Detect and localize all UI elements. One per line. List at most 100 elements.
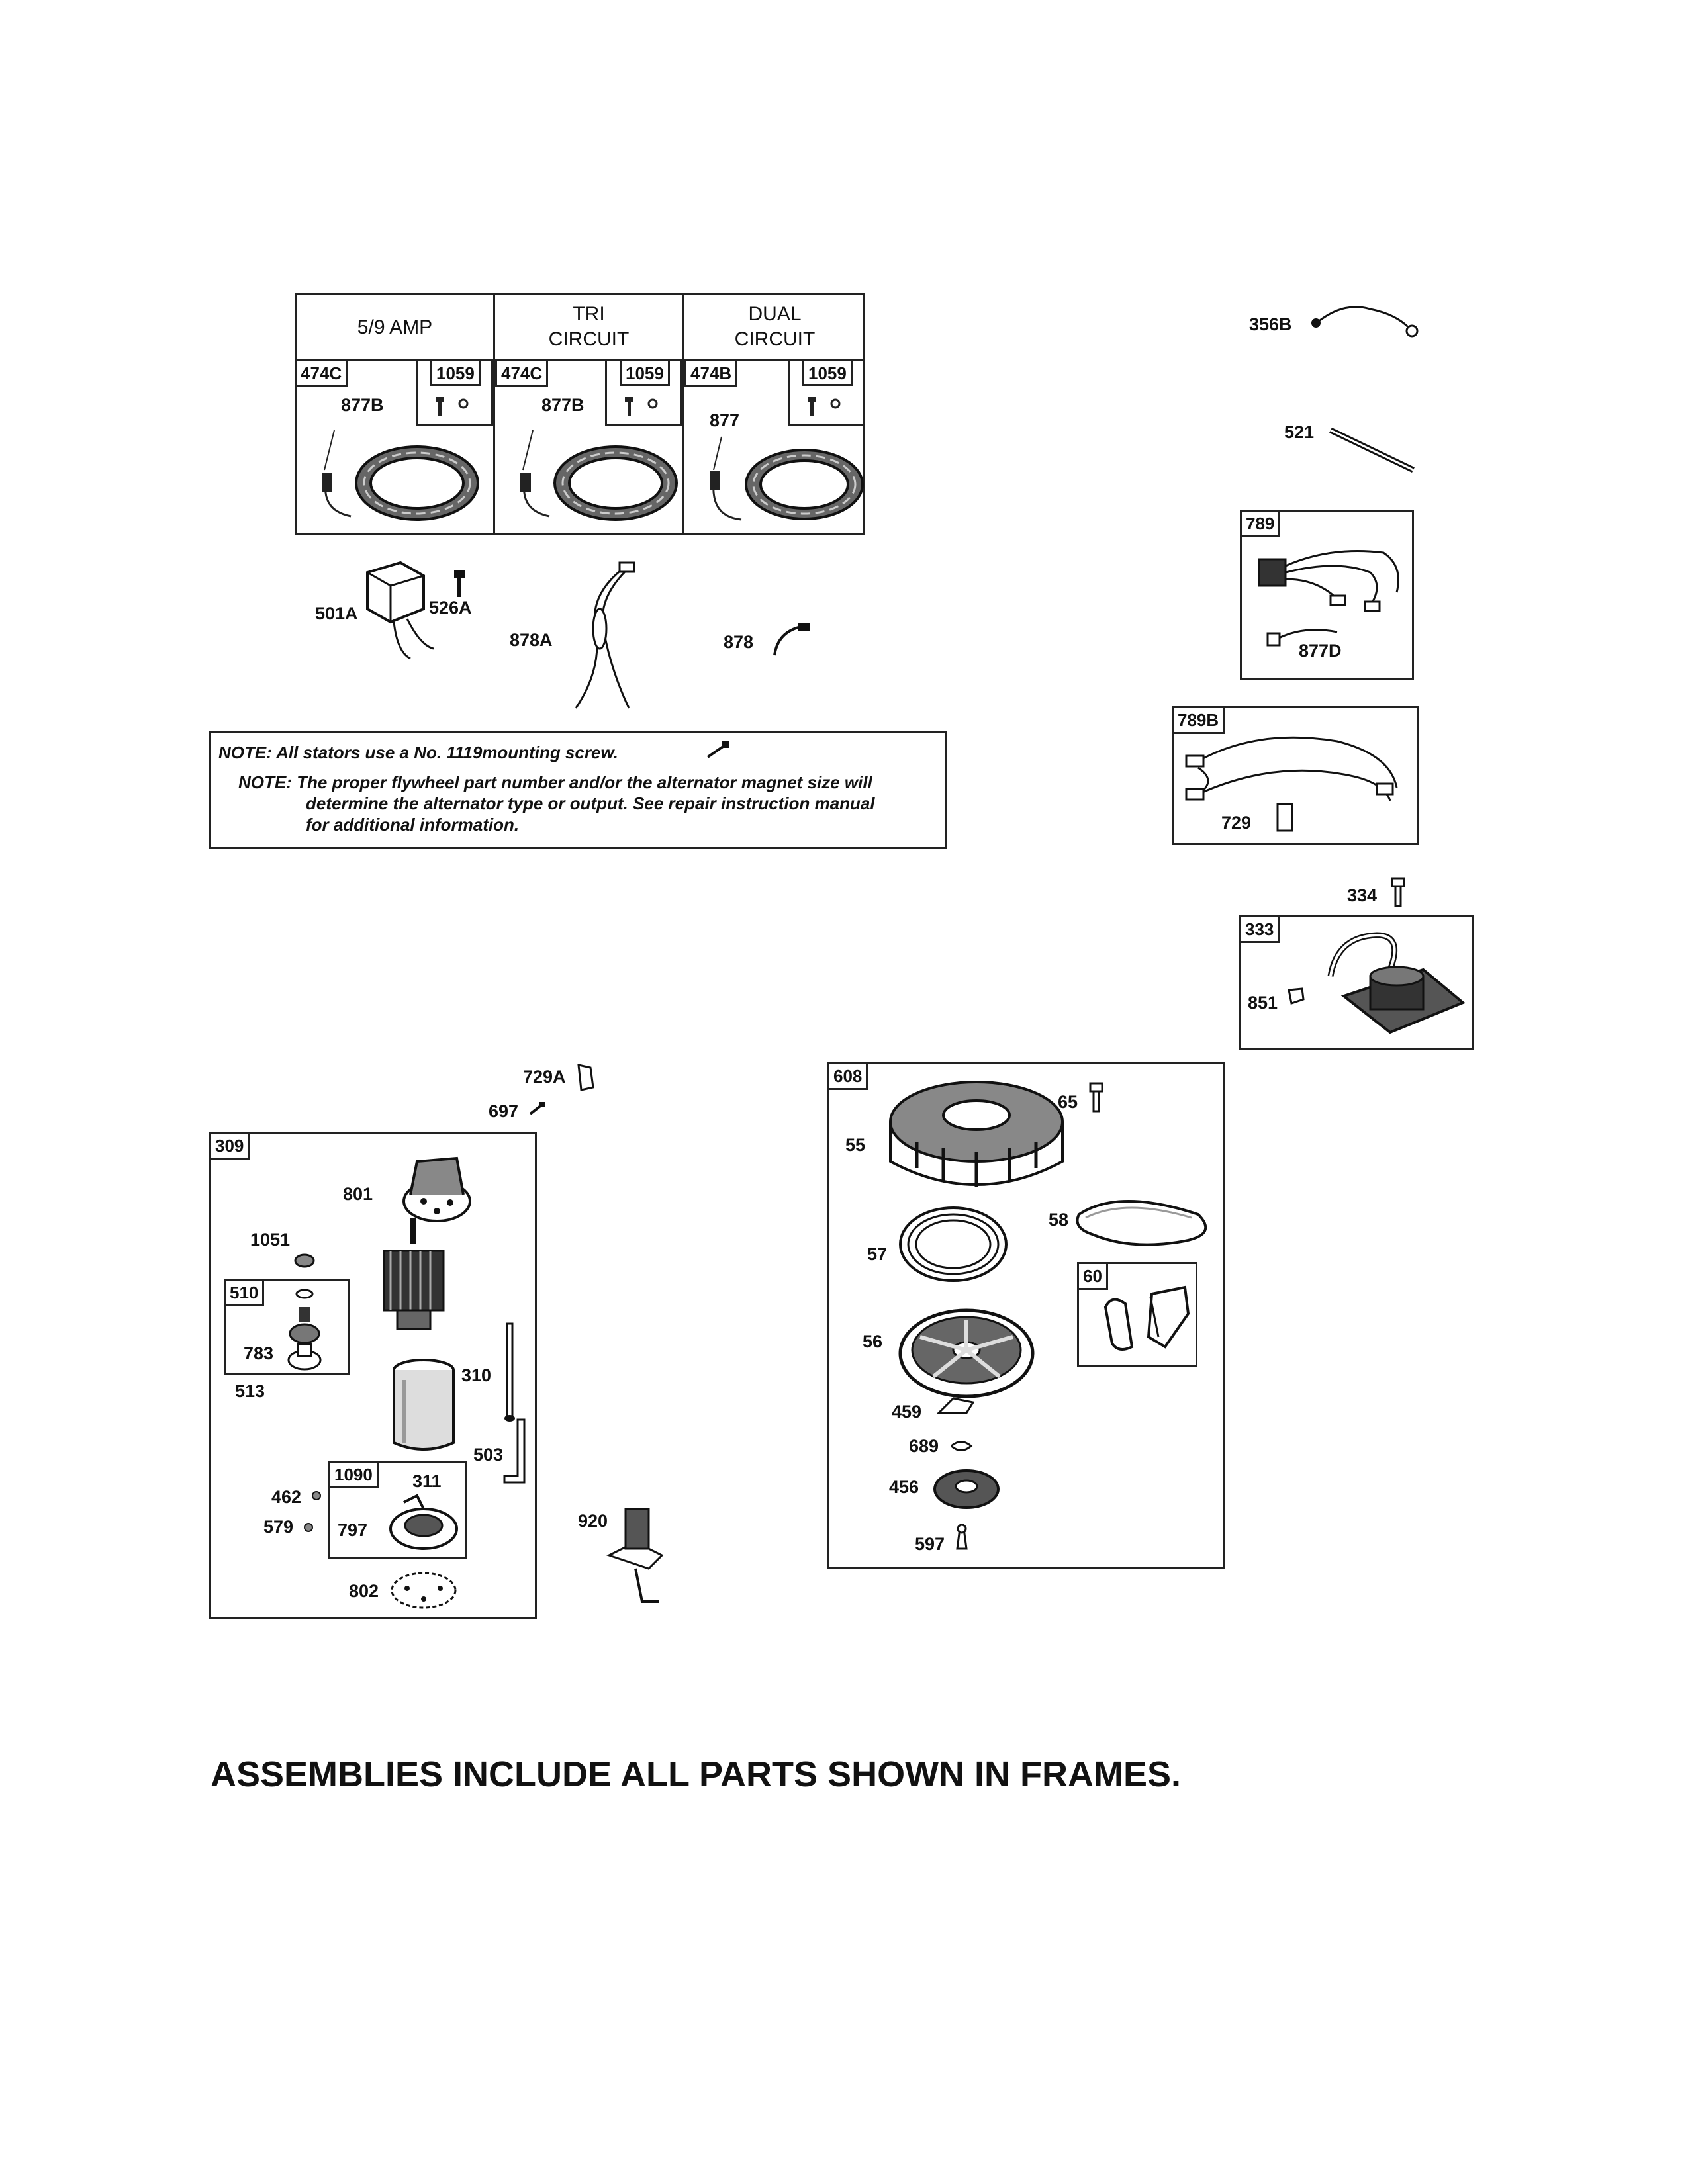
part-456-label: 456 <box>889 1477 919 1497</box>
part-65-label: 65 <box>1058 1092 1078 1112</box>
stator-col2-header: TRI CIRCUIT <box>495 302 682 352</box>
part-689-label: 689 <box>909 1436 939 1456</box>
part-878A-label: 878A <box>510 630 553 650</box>
stator-table-header-divider <box>295 359 865 361</box>
part-459-label: 459 <box>892 1402 922 1422</box>
drive-510-icon <box>278 1281 338 1373</box>
stator-col2-lead-label: 877B <box>541 395 585 415</box>
harness-878A-icon <box>549 556 649 715</box>
ignition-333-icon <box>1291 923 1470 1042</box>
rewind-608-tag: 608 <box>827 1062 868 1090</box>
part-56-label: 56 <box>863 1332 883 1351</box>
note-box <box>209 731 947 849</box>
rod-521-icon <box>1324 424 1423 477</box>
note-line-2c: for additional information. <box>306 815 520 835</box>
brush-1090-frame <box>328 1461 467 1559</box>
part-579-label: 579 <box>263 1517 294 1537</box>
mounting-screw-icon <box>705 741 729 760</box>
rewind-608-frame <box>827 1062 1225 1569</box>
lead-878-icon <box>768 623 810 659</box>
ignition-333-tag: 333 <box>1239 915 1280 943</box>
part-697-label: 697 <box>489 1101 519 1121</box>
part-55-label: 55 <box>845 1135 866 1155</box>
part-783-label: 783 <box>244 1343 274 1363</box>
part-729A-label: 729A <box>523 1067 566 1087</box>
part-513-label: 513 <box>235 1381 265 1401</box>
stator-col3-header-line2: CIRCUIT <box>734 328 816 350</box>
screw-334-icon <box>1389 877 1409 910</box>
drive-510-tag: 510 <box>224 1279 265 1306</box>
part-801-label: 801 <box>343 1184 373 1204</box>
stator-col3-hardware-tag: 1059 <box>802 359 853 386</box>
stator-col2-assembly-tag: 474C <box>495 359 549 387</box>
brush-1090-tag: 1090 <box>328 1461 379 1488</box>
part-462-label: 462 <box>271 1487 302 1507</box>
spring-689-icon <box>948 1437 974 1455</box>
end-cap-801-icon <box>397 1155 477 1228</box>
part-310-label: 310 <box>461 1365 492 1385</box>
part-878-label: 878 <box>724 632 754 652</box>
part-57-label: 57 <box>867 1244 888 1264</box>
stator-col3-assembly-tag: 474B <box>684 359 738 387</box>
ignition-333-sub-label: 851 <box>1248 993 1278 1013</box>
housing-55-icon <box>877 1075 1076 1187</box>
stator-col2-header-line2: CIRCUIT <box>548 328 630 350</box>
retainer-456-icon <box>930 1463 1003 1516</box>
stator-col2-coil-icon <box>520 417 682 529</box>
pulley-56-icon <box>894 1297 1039 1410</box>
part-334-label: 334 <box>1347 886 1378 905</box>
stator-table-col-divider-2 <box>682 293 684 535</box>
stator-col1-header: 5/9 AMP <box>357 316 433 338</box>
stator-col2-hardware-tag: 1059 <box>620 359 670 386</box>
part-503-label: 503 <box>473 1445 504 1465</box>
harness-789-sub-label: 877D <box>1299 641 1342 660</box>
brush-plate-icon <box>384 1489 463 1555</box>
stator-col1-screw-nut-icon <box>436 397 478 416</box>
starter-309-frame <box>209 1132 537 1619</box>
ignition-333-frame <box>1239 915 1474 1050</box>
note-line-2a: NOTE: The proper flywheel part number an… <box>238 772 872 792</box>
stator-col1-coil-icon <box>322 417 483 529</box>
harness-789B-icon <box>1178 715 1417 841</box>
part-851-icon <box>1286 986 1306 1006</box>
footer-caption: ASSEMBLIES INCLUDE ALL PARTS SHOWN IN FR… <box>211 1754 1182 1794</box>
stator-col1-assembly-tag: 474C <box>295 359 348 387</box>
solenoid-920-icon <box>596 1496 675 1608</box>
stator-col3-screw-nut-icon <box>808 397 850 416</box>
dog-459-icon <box>933 1393 980 1420</box>
note-line-2b: determine the alternator type or output.… <box>306 794 875 813</box>
washer-579-icon <box>302 1521 315 1534</box>
handle-60-tag: 60 <box>1077 1262 1108 1290</box>
screw-597-icon <box>952 1522 972 1551</box>
handle-60-icon <box>1092 1274 1192 1360</box>
screw-65-icon <box>1088 1082 1107 1115</box>
handle-60-frame <box>1077 1262 1197 1367</box>
part-802-label: 802 <box>349 1581 379 1601</box>
regulator-501A-icon <box>361 559 447 672</box>
note-line-1: NOTE: All stators use a No. 1119mounting… <box>218 743 618 762</box>
drive-510-frame <box>224 1279 350 1375</box>
part-597-label: 597 <box>915 1534 945 1554</box>
stator-col1-lead-label: 877B <box>341 395 384 415</box>
washer-1051-icon <box>291 1251 318 1271</box>
screw-526A-icon <box>454 570 465 597</box>
bolt-310-icon <box>504 1324 515 1422</box>
harness-789-tag: 789 <box>1240 510 1281 537</box>
part-311-label: 311 <box>412 1471 442 1491</box>
screw-697-icon <box>528 1102 545 1116</box>
part-920-label: 920 <box>578 1511 608 1531</box>
stator-col3-lead-label: 877 <box>710 410 740 430</box>
housing-icon <box>387 1357 460 1456</box>
harness-789B-sub-label: 729 <box>1221 813 1252 833</box>
part-797-label: 797 <box>338 1520 368 1540</box>
part-1051-label: 1051 <box>250 1230 291 1250</box>
rope-58-icon <box>1066 1188 1218 1254</box>
stator-col1-hardware-tag: 1059 <box>430 359 481 386</box>
harness-789-icon <box>1251 533 1410 665</box>
part-501A-label: 501A <box>315 604 358 623</box>
harness-789-frame <box>1240 510 1414 680</box>
stator-col2-screw-nut-icon <box>625 397 667 416</box>
harness-789B-frame <box>1172 706 1419 845</box>
starter-309-tag: 309 <box>209 1132 250 1160</box>
